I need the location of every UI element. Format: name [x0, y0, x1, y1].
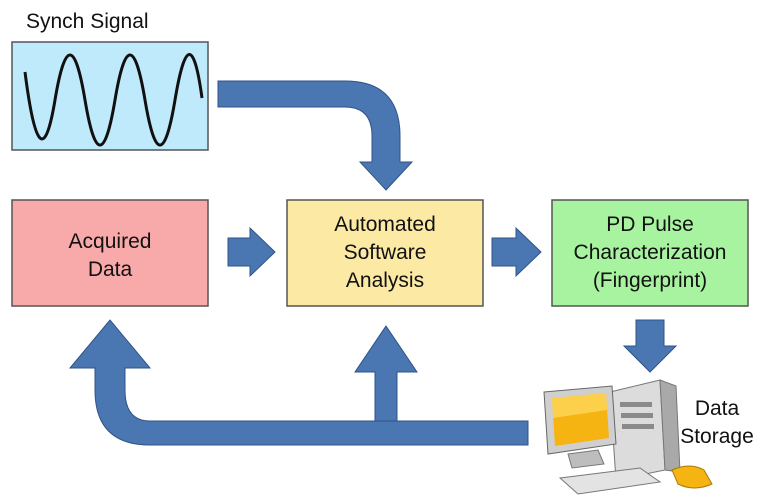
- pulse-characterization-line1: PD Pulse: [606, 213, 694, 236]
- acquired-data-line2: Data: [88, 258, 133, 281]
- software-analysis-box: Automated Software Analysis: [286, 199, 484, 307]
- synch-to-analysis-arrow: [217, 80, 414, 191]
- pulse-characterization-line2: Characterization: [574, 241, 727, 264]
- pulse-characterization-line3: (Fingerprint): [593, 269, 707, 292]
- acquired-to-analysis-arrow: [227, 226, 276, 278]
- data-storage-line2: Storage: [680, 425, 754, 448]
- acquired-data-line1: Acquired: [69, 230, 152, 253]
- sine-wave-icon: [23, 53, 204, 147]
- synch-signal-label: Synch Signal: [26, 10, 149, 33]
- acquired-data-box: Acquired Data: [11, 199, 209, 307]
- synch-signal-box: [11, 41, 209, 151]
- software-analysis-line3: Analysis: [346, 269, 424, 292]
- data-storage-line1: Data: [695, 397, 740, 420]
- feedback-to-analysis-arrow: [354, 325, 418, 422]
- software-analysis-line2: Software: [344, 241, 427, 264]
- storage-to-acquired-feedback-arrow: [68, 319, 529, 446]
- characterization-to-storage-arrow: [622, 319, 678, 373]
- software-analysis-line1: Automated: [334, 213, 436, 236]
- analysis-to-characterization-arrow: [491, 226, 542, 278]
- pulse-characterization-box: PD Pulse Characterization (Fingerprint): [551, 199, 749, 307]
- desktop-computer-icon: [543, 379, 713, 495]
